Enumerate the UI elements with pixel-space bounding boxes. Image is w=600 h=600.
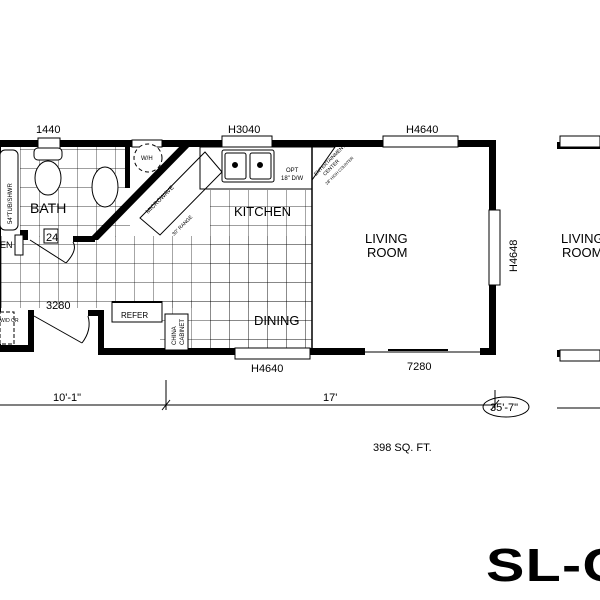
- box-24-label: 24: [46, 232, 58, 244]
- living-label-2: ROOM: [367, 245, 407, 260]
- area-label: 398 SQ. FT.: [373, 442, 432, 454]
- washer-dryer: [0, 311, 15, 345]
- living-partial-label-1: LIVING: [561, 231, 600, 246]
- wh-label: W/H: [141, 156, 153, 162]
- dw-label-2: 18" D/W: [281, 176, 303, 182]
- dimension-total-label: 35'-7": [490, 402, 518, 414]
- total-length-oval: [482, 396, 530, 418]
- dining-label: DINING: [254, 313, 300, 328]
- tub-label: 54"TUB/SHWR: [8, 183, 14, 224]
- china-label-2: CABINET: [180, 319, 186, 345]
- living-label-1: LIVING: [365, 231, 408, 246]
- box-24: [43, 228, 59, 244]
- toilet-tank: [33, 147, 63, 161]
- bathtub: [0, 149, 19, 231]
- dimension-right-label: 17': [323, 392, 337, 404]
- windows: [37, 135, 600, 362]
- water-heater: [133, 143, 163, 173]
- refer-label: REFER: [121, 311, 148, 320]
- linen-shelf: [14, 234, 24, 256]
- door-7280-label: 7280: [407, 361, 431, 373]
- kitchen-label: KITCHEN: [234, 204, 291, 219]
- tile-floor: [0, 147, 312, 350]
- door-3280-label: 3280: [46, 300, 70, 312]
- window-h3040-label: H3040: [228, 124, 260, 136]
- sink: [91, 166, 119, 208]
- china-cabinet: [164, 313, 189, 351]
- window-h4640-bottom-label: H4640: [251, 363, 283, 375]
- entertainment-center: [311, 146, 336, 182]
- linen-label: EN: [0, 240, 13, 250]
- fixtures: [0, 143, 336, 351]
- doors: [29, 239, 480, 353]
- dw-label-1: OPT: [286, 168, 299, 174]
- model-number: SL-C: [486, 539, 600, 591]
- dimension-left-label: 10'-1": [53, 392, 81, 404]
- window-h4640-top-label: H4640: [406, 124, 438, 136]
- window-h4648-label: H4648: [508, 240, 520, 272]
- washer-label: W/D OR: [0, 318, 19, 324]
- living-partial-label-2: ROOM: [562, 245, 600, 260]
- dimension-lines: [0, 380, 600, 418]
- counter-range: [139, 151, 223, 236]
- toilet-bowl: [34, 160, 62, 196]
- bath-label: BATH: [30, 200, 66, 216]
- window-1440-label: 1440: [36, 124, 60, 136]
- china-label-1: CHINA: [172, 326, 178, 345]
